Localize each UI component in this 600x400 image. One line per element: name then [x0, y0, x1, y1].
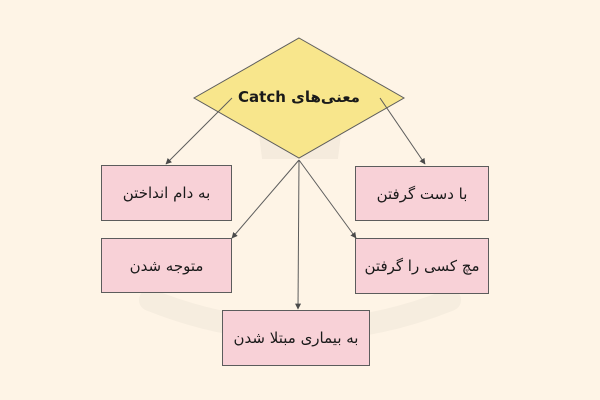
- connector-be-dam: [165, 97, 233, 165]
- connector-moch: [298, 159, 357, 239]
- connector-bimari: [295, 159, 302, 310]
- node-moch: مچ کسی را گرفتن: [355, 238, 489, 294]
- node-label: به دام انداختن: [122, 184, 211, 202]
- node-label: متوجه شدن: [129, 256, 204, 275]
- node-label: به بیماری مبتلا شدن: [233, 329, 359, 347]
- connector-motevajjeh: [231, 159, 300, 239]
- root-label: معنی‌های Catch: [238, 88, 360, 106]
- root-diamond: [192, 37, 406, 159]
- connector-dast: [379, 97, 426, 165]
- node-label: با دست گرفتن: [376, 184, 468, 203]
- node-label: مچ کسی را گرفتن: [364, 257, 480, 275]
- node-bimari: به بیماری مبتلا شدن: [222, 310, 370, 366]
- node-motevajjeh: متوجه شدن: [101, 238, 232, 293]
- node-dast: با دست گرفتن: [355, 166, 489, 221]
- node-be-dam: به دام انداختن: [101, 165, 232, 221]
